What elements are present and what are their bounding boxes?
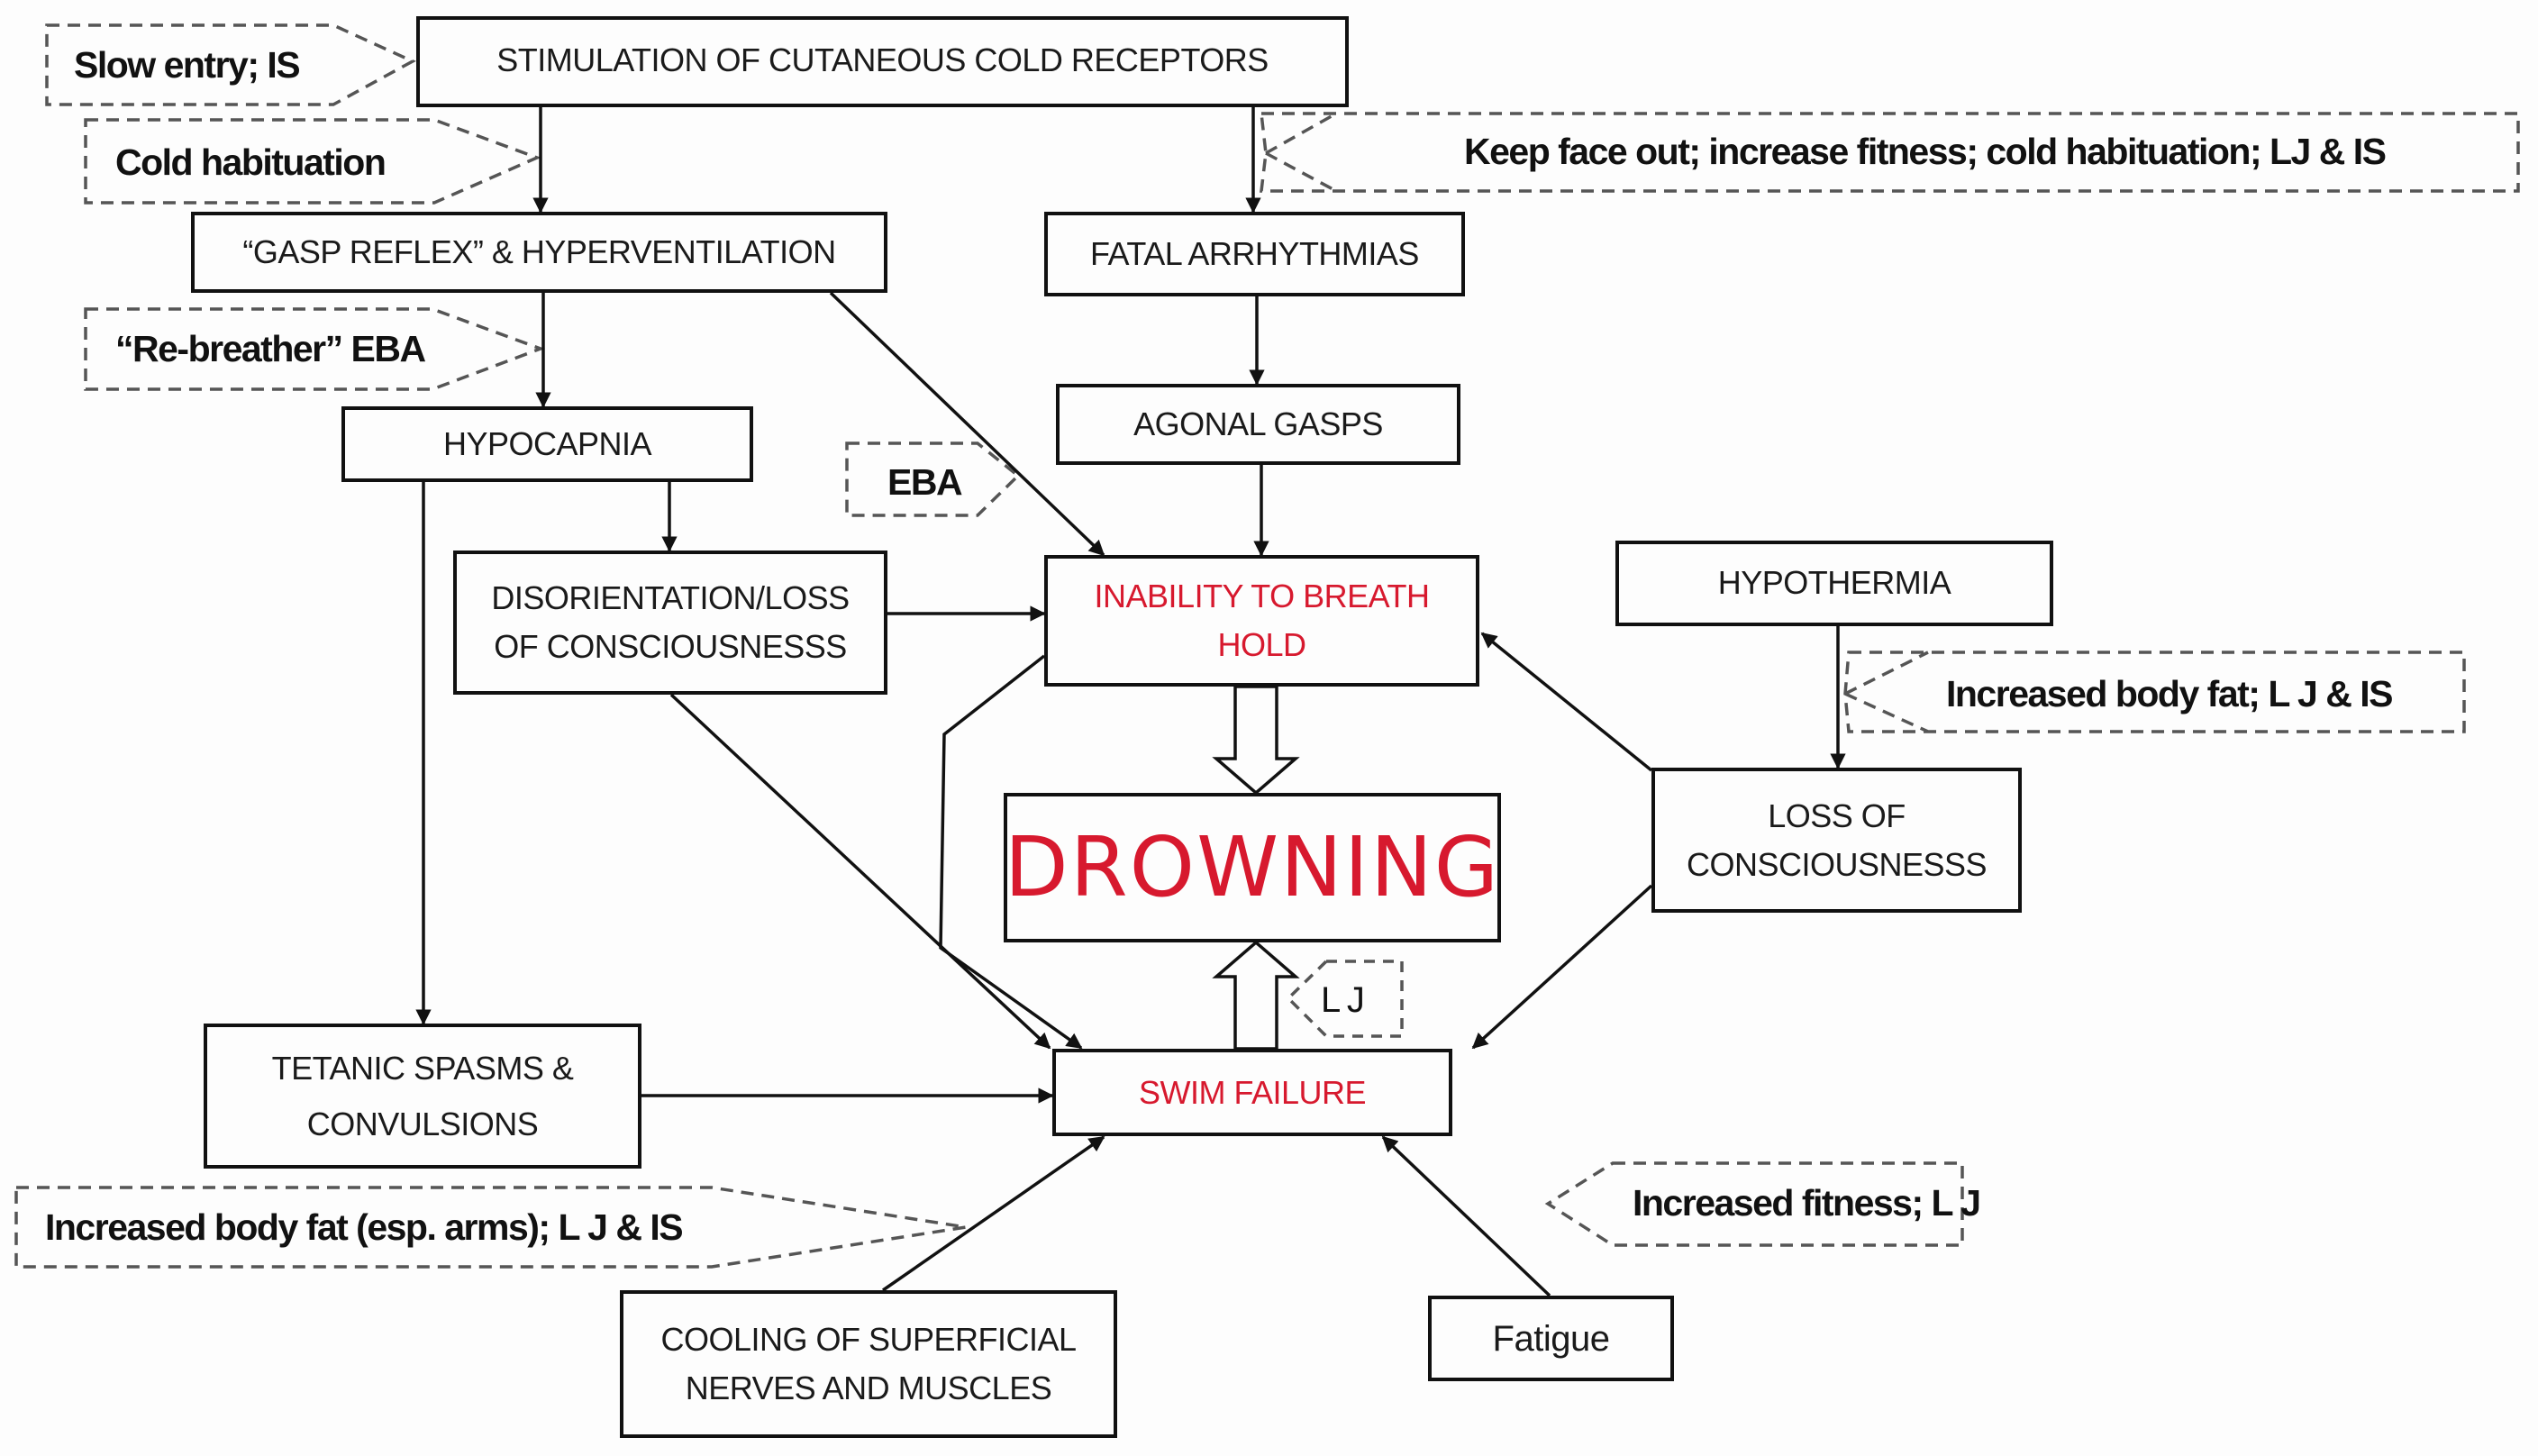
- node-agonal-gasps: AGONAL GASPS: [1056, 384, 1460, 465]
- arrow-disorientation-swim: [669, 693, 1051, 1050]
- note-body-fat: Increased body fat; L J & IS: [1946, 672, 2393, 714]
- callout-slow-entry: [45, 23, 416, 106]
- note-keep-face-out: Keep face out; increase fitness; cold ha…: [1464, 130, 2387, 172]
- node-swim-failure: SWIM FAILURE: [1052, 1049, 1452, 1136]
- node-cooling: COOLING OF SUPERFICIAL NERVES AND MUSCLE…: [620, 1290, 1117, 1438]
- note-rebreather: “Re-breather” EBA: [115, 327, 426, 369]
- callout-body-fat: [1843, 651, 2466, 733]
- arrow-gasp-inability: [829, 291, 1105, 557]
- arrow-loss-swim: [1471, 884, 1653, 1050]
- note-cold-habituation: Cold habituation: [115, 141, 387, 183]
- node-hypocapnia: HYPOCAPNIA: [341, 406, 753, 482]
- callout-keep-face-out: [1260, 112, 2520, 193]
- arrow-inability-swim: [939, 654, 1083, 1050]
- block-arrow-swim-drowning: [1212, 940, 1300, 1051]
- node-drowning: DROWNING: [1004, 793, 1501, 942]
- arrow-fatigue-swim: [1381, 1135, 1551, 1297]
- node-loss-of-consciousness: LOSS OF CONSCIOUSNESSS: [1651, 768, 2022, 913]
- note-slow-entry: Slow entry; IS: [74, 43, 301, 86]
- node-fatal-arrhythmias: FATAL ARRHYTHMIAS: [1044, 212, 1465, 296]
- arrow-loss-inability: [1480, 632, 1653, 772]
- note-body-fat-arms: Increased body fat (esp. arms); L J & IS: [45, 1206, 684, 1248]
- callout-lj: [1286, 960, 1404, 1038]
- note-eba: EBA: [887, 460, 963, 503]
- callout-cold-habituation: [84, 118, 541, 205]
- note-lj: L J: [1321, 979, 1365, 1020]
- node-fatigue: Fatigue: [1428, 1296, 1674, 1381]
- block-arrow-inability-drowning: [1212, 685, 1300, 796]
- callout-rebreather: [84, 307, 546, 391]
- callout-eba: [845, 441, 1021, 517]
- callout-body-fat-arms: [14, 1186, 967, 1269]
- node-tetanic-spasms: TETANIC SPASMS & CONVULSIONS: [204, 1024, 641, 1169]
- node-disorientation: DISORIENTATION/LOSS OF CONSCIOUSNESSS: [453, 551, 887, 695]
- node-inability-breath-hold: INABILITY TO BREATH HOLD: [1044, 555, 1479, 687]
- callout-fitness-lj: [1544, 1161, 1964, 1247]
- node-gasp-reflex: “GASP REFLEX” & HYPERVENTILATION: [191, 212, 887, 293]
- note-fitness-lj: Increased fitness; L J: [1633, 1181, 1981, 1224]
- node-hypothermia: HYPOTHERMIA: [1615, 541, 2053, 626]
- arrow-cooling-swim: [882, 1135, 1105, 1292]
- node-stimulation: STIMULATION OF CUTANEOUS COLD RECEPTORS: [416, 16, 1349, 107]
